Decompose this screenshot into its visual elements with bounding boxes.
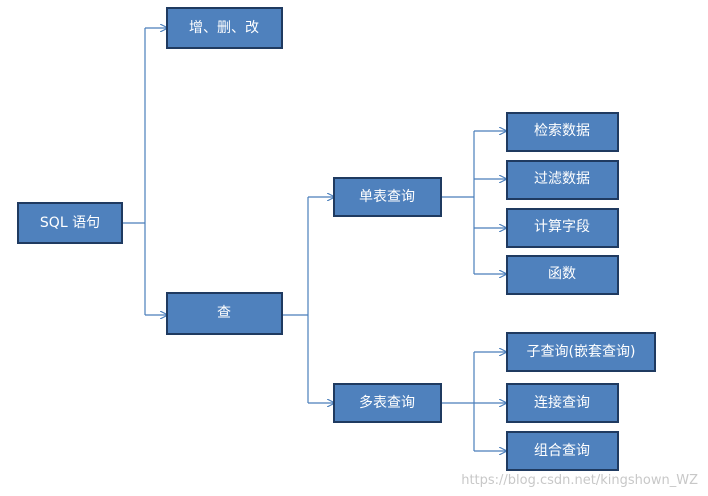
node-subquery: 子查询(嵌套查询) — [506, 332, 656, 372]
node-label-filter-data: 过滤数据 — [534, 171, 590, 187]
node-join-query: 连接查询 — [506, 383, 619, 423]
watermark-url: https://blog.csdn.net/kingshown_WZ — [461, 473, 698, 488]
node-crud: 增、删、改 — [166, 7, 283, 49]
node-multi-table-query: 多表查询 — [333, 383, 442, 423]
root-connectors — [122, 28, 167, 315]
node-label-union-query: 组合查询 — [534, 443, 590, 459]
node-label-retrieve-data: 检索数据 — [534, 122, 590, 139]
node-union-query: 组合查询 — [506, 431, 619, 471]
single-table-connectors — [441, 131, 506, 274]
multi-table-connectors — [441, 352, 506, 451]
node-computed-fields: 计算字段 — [506, 208, 619, 248]
node-retrieve-data: 检索数据 — [506, 112, 619, 152]
node-query: 查 — [166, 292, 283, 335]
node-label-functions: 函数 — [548, 266, 576, 282]
query-connectors — [282, 197, 334, 403]
node-label-single-table-query: 单表查询 — [359, 189, 415, 205]
node-sql-statement: SQL 语句 — [17, 202, 123, 244]
node-label-subquery: 子查询(嵌套查询) — [527, 344, 636, 360]
node-label-sql-statement: SQL 语句 — [40, 215, 100, 231]
node-label-crud: 增、删、改 — [189, 20, 259, 36]
node-functions: 函数 — [506, 255, 619, 295]
node-label-join-query: 连接查询 — [534, 394, 590, 411]
node-label-query: 查 — [217, 305, 231, 321]
node-single-table-query: 单表查询 — [333, 177, 442, 217]
node-filter-data: 过滤数据 — [506, 160, 619, 200]
node-label-multi-table-query: 多表查询 — [359, 394, 415, 411]
node-label-computed-fields: 计算字段 — [534, 219, 590, 235]
